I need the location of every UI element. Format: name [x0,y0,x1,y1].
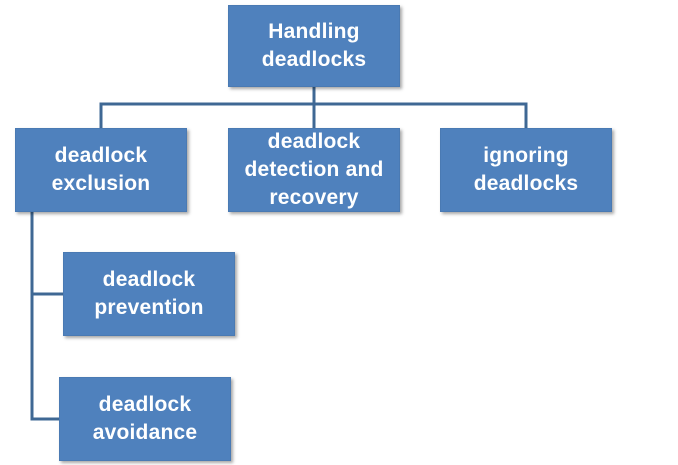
node-deadlock-detection-label: deadlock detection and recovery [244,130,384,209]
node-handling-deadlocks-label: Handling deadlocks [261,20,367,71]
node-deadlock-exclusion-label: deadlock exclusion [51,144,151,195]
node-deadlock-avoidance-label: deadlock avoidance [92,393,198,444]
node-deadlock-prevention: deadlock prevention [63,252,235,336]
node-handling-deadlocks: Handling deadlocks [228,5,400,87]
node-ignoring-deadlocks: ignoring deadlocks [440,128,612,212]
node-deadlock-prevention-label: deadlock prevention [94,268,204,319]
node-ignoring-deadlocks-label: ignoring deadlocks [473,144,579,195]
node-deadlock-avoidance: deadlock avoidance [59,377,231,461]
node-deadlock-exclusion: deadlock exclusion [15,128,187,212]
node-deadlock-detection-and-recovery: deadlock detection and recovery [228,128,400,212]
